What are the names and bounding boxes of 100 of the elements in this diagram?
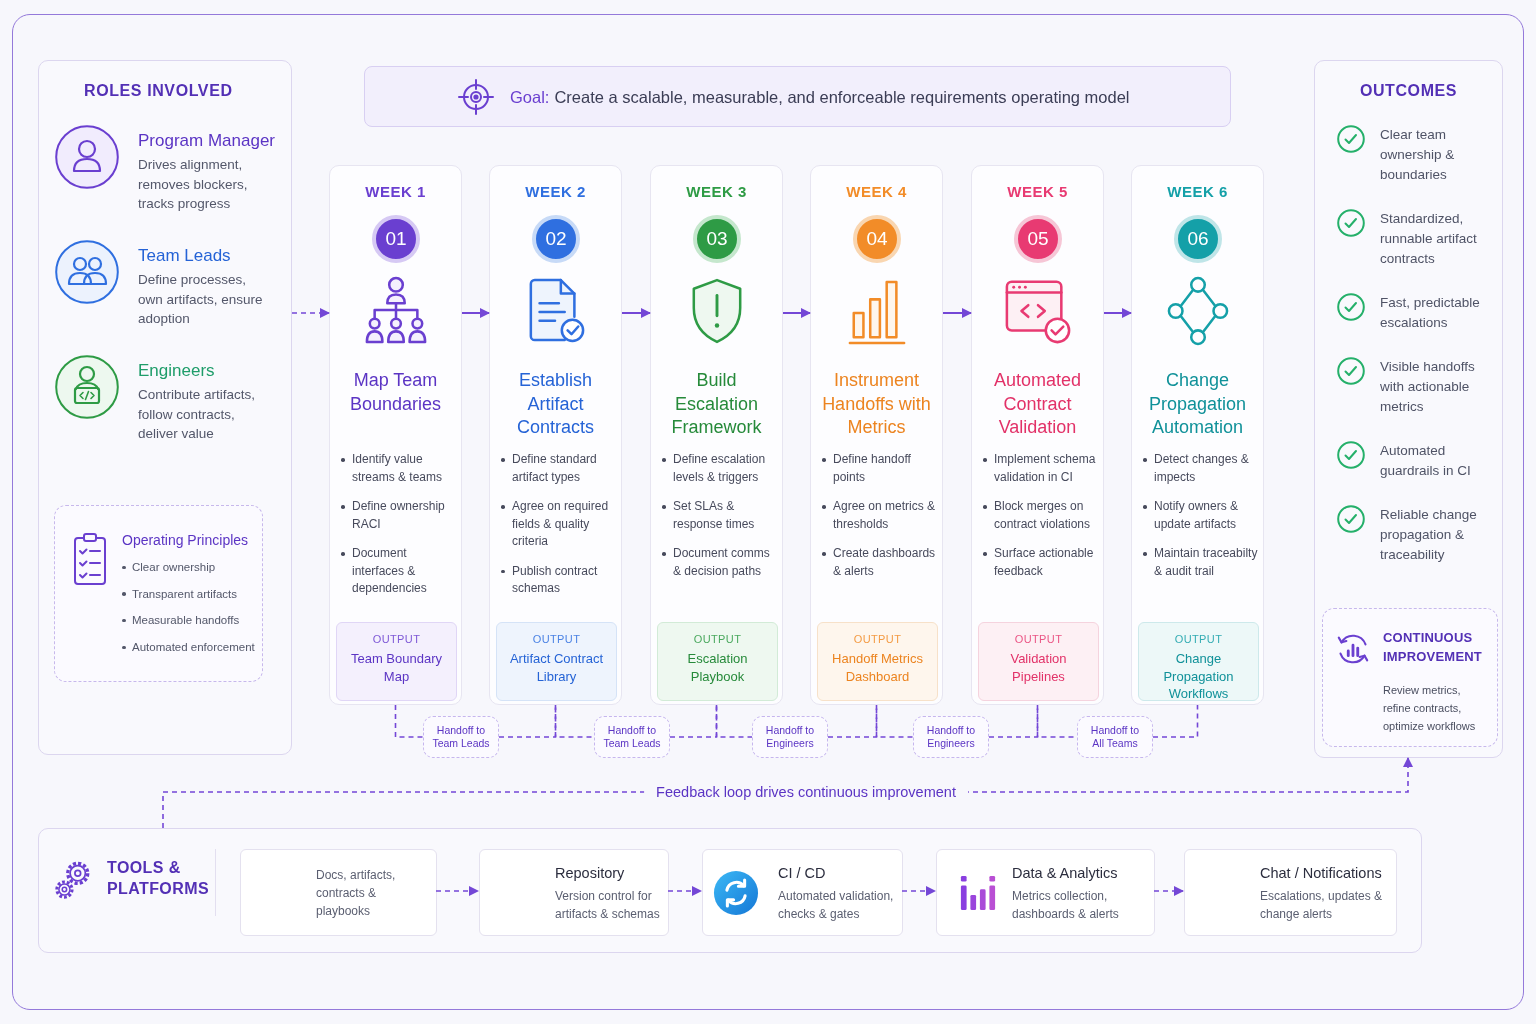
- output-box: [817, 622, 938, 701]
- bullet-item: Document interfaces & dependencies: [341, 545, 456, 598]
- panel-heading: ROLES INVOLVED: [84, 81, 233, 101]
- tool-card: [240, 849, 437, 936]
- step-title: Change Propagation Automation: [1147, 369, 1248, 439]
- outcomes-panel: [1314, 60, 1503, 758]
- dashed-connector-line: [1152, 704, 1199, 738]
- week-card: [329, 165, 462, 705]
- bullet-item: Document comms & decision paths: [662, 545, 777, 580]
- week-card: [971, 165, 1104, 705]
- box-description: Review metrics, refine contracts, optimize workflows: [1383, 683, 1477, 734]
- dashed-connector-line: [554, 704, 595, 738]
- role-title: Engineers: [138, 360, 216, 382]
- dashed-arrow: [901, 886, 936, 896]
- week-label: WEEK 3: [686, 183, 747, 201]
- tool-title: Chat / Notifications: [1260, 863, 1383, 883]
- week-label: WEEK 4: [846, 183, 907, 201]
- tool-card: [479, 849, 669, 936]
- step-title: Instrument Handoffs with Metrics: [821, 369, 932, 439]
- output-box: [1138, 622, 1259, 701]
- week-card: [810, 165, 943, 705]
- dashed-arrow: [667, 886, 702, 896]
- tool-card: [1184, 849, 1397, 936]
- step-title: Build Escalation Framework: [670, 369, 763, 439]
- dashed-arrow: [435, 886, 479, 896]
- bullet-item: Implement schema validation in CI: [983, 451, 1098, 486]
- output-label: OUTPUT: [1014, 633, 1063, 646]
- tool-description: Escalations, updates & change alerts: [1260, 887, 1384, 923]
- output-label: OUTPUT: [1174, 633, 1223, 646]
- bullet-item: Automated enforcement: [122, 639, 255, 656]
- outcome-text: Standardized, runnable artifact contracts: [1380, 210, 1478, 268]
- tool-title: Data & Analytics: [1012, 863, 1119, 883]
- goal-text: Create a scalable, measurable, and enforceable requirements operating model: [554, 86, 1130, 108]
- step-title: Establish Artifact Contracts: [516, 369, 595, 439]
- dashed-connector-line: [715, 704, 753, 738]
- output-label: OUTPUT: [693, 633, 742, 646]
- dashed-arrow: [1153, 886, 1184, 896]
- output-label: OUTPUT: [372, 633, 421, 646]
- output-title: Validation Pipelines: [1009, 650, 1068, 685]
- bullet-item: Surface actionable feedback: [983, 545, 1098, 580]
- handoff-tag: Handoff to Engineers: [913, 716, 989, 758]
- bullet-item: Identify value streams & teams: [341, 451, 456, 486]
- output-label: OUTPUT: [853, 633, 902, 646]
- bullet-item: Define escalation levels & triggers: [662, 451, 777, 486]
- bullet-item: Create dashboards & alerts: [822, 545, 937, 580]
- week-card: [650, 165, 783, 705]
- bullet-item: Define standard artifact types: [501, 451, 616, 486]
- handoff-tag: Handoff to Team Leads: [423, 716, 499, 758]
- tool-card: [702, 849, 903, 936]
- bullet-item: Agree on metrics & thresholds: [822, 498, 937, 533]
- role-title: Program Manager: [138, 130, 274, 152]
- bullet-item: Detect changes & impects: [1143, 451, 1258, 486]
- panel-heading: OUTCOMES: [1359, 81, 1458, 101]
- role-title: Team Leads: [138, 245, 232, 267]
- output-title: Change Propagation Workflows: [1162, 650, 1235, 703]
- step-number-badge: 05: [1014, 215, 1062, 263]
- tool-description: Docs, artifacts, contracts & playbooks: [316, 866, 397, 920]
- output-title: Team Boundary Map: [349, 650, 444, 685]
- handoff-tag: Handoff to Engineers: [752, 716, 828, 758]
- bullet-item: Define ownership RACI: [341, 498, 456, 533]
- panel-heading: TOOLS & PLATFORMS: [107, 858, 210, 899]
- outcome-text: Reliable change propagation & traceability: [1380, 506, 1478, 564]
- step-number-badge: 04: [853, 215, 901, 263]
- arrow: [621, 308, 651, 318]
- bullet-item: Notify owners & update artifacts: [1143, 498, 1258, 533]
- tool-title: CI / CD: [778, 863, 827, 883]
- bullet-item: Agree on required fields & quality criteria: [501, 498, 616, 551]
- role-description: Contribute artifacts, follow contracts, deliver value: [138, 386, 257, 443]
- step-number-badge: 02: [532, 215, 580, 263]
- output-box: [657, 622, 778, 701]
- output-title: Handoff Metrics Dashboard: [831, 650, 924, 685]
- roles-panel: [38, 60, 292, 755]
- role-description: Drives alignment, removes blockers, tracks progress: [138, 156, 249, 213]
- week-card: [489, 165, 622, 705]
- outcome-text: Clear team ownership & boundaries: [1380, 126, 1456, 184]
- tool-title: Repository: [555, 863, 626, 883]
- arrow: [942, 308, 972, 318]
- outcome-text: Visible handoffs with actionable metrics: [1380, 358, 1476, 416]
- output-title: Artifact Contract Library: [508, 650, 605, 685]
- bullet-item: Maintain traceabilty & audit trail: [1143, 545, 1258, 580]
- goal-banner: [364, 66, 1231, 127]
- output-box: [978, 622, 1099, 701]
- dashed-connector-line: [875, 704, 914, 738]
- week-label: WEEK 6: [1167, 183, 1228, 201]
- arrow: [1103, 308, 1132, 318]
- step-number-badge: 06: [1174, 215, 1222, 263]
- bullet-item: Publish contract schemas: [501, 562, 616, 598]
- box-title: Operating Principles: [122, 531, 249, 549]
- arrow: [461, 308, 490, 318]
- arrow: [782, 308, 811, 318]
- handoff-tag: Handoff to All Teams: [1077, 716, 1153, 758]
- week-label: WEEK 5: [1007, 183, 1068, 201]
- step-title: Automated Contract Validation: [992, 369, 1083, 439]
- improvement-box: [1322, 608, 1498, 747]
- dashed-connector-line: [394, 704, 424, 738]
- tool-description: Version control for artifacts & schemas: [555, 887, 661, 923]
- outcome-text: Automated guardrails in CI: [1380, 442, 1472, 480]
- handoff-tag: Handoff to Team Leads: [594, 716, 670, 758]
- step-title: Map Team Boundaries: [348, 369, 443, 416]
- tool-card: [936, 849, 1155, 936]
